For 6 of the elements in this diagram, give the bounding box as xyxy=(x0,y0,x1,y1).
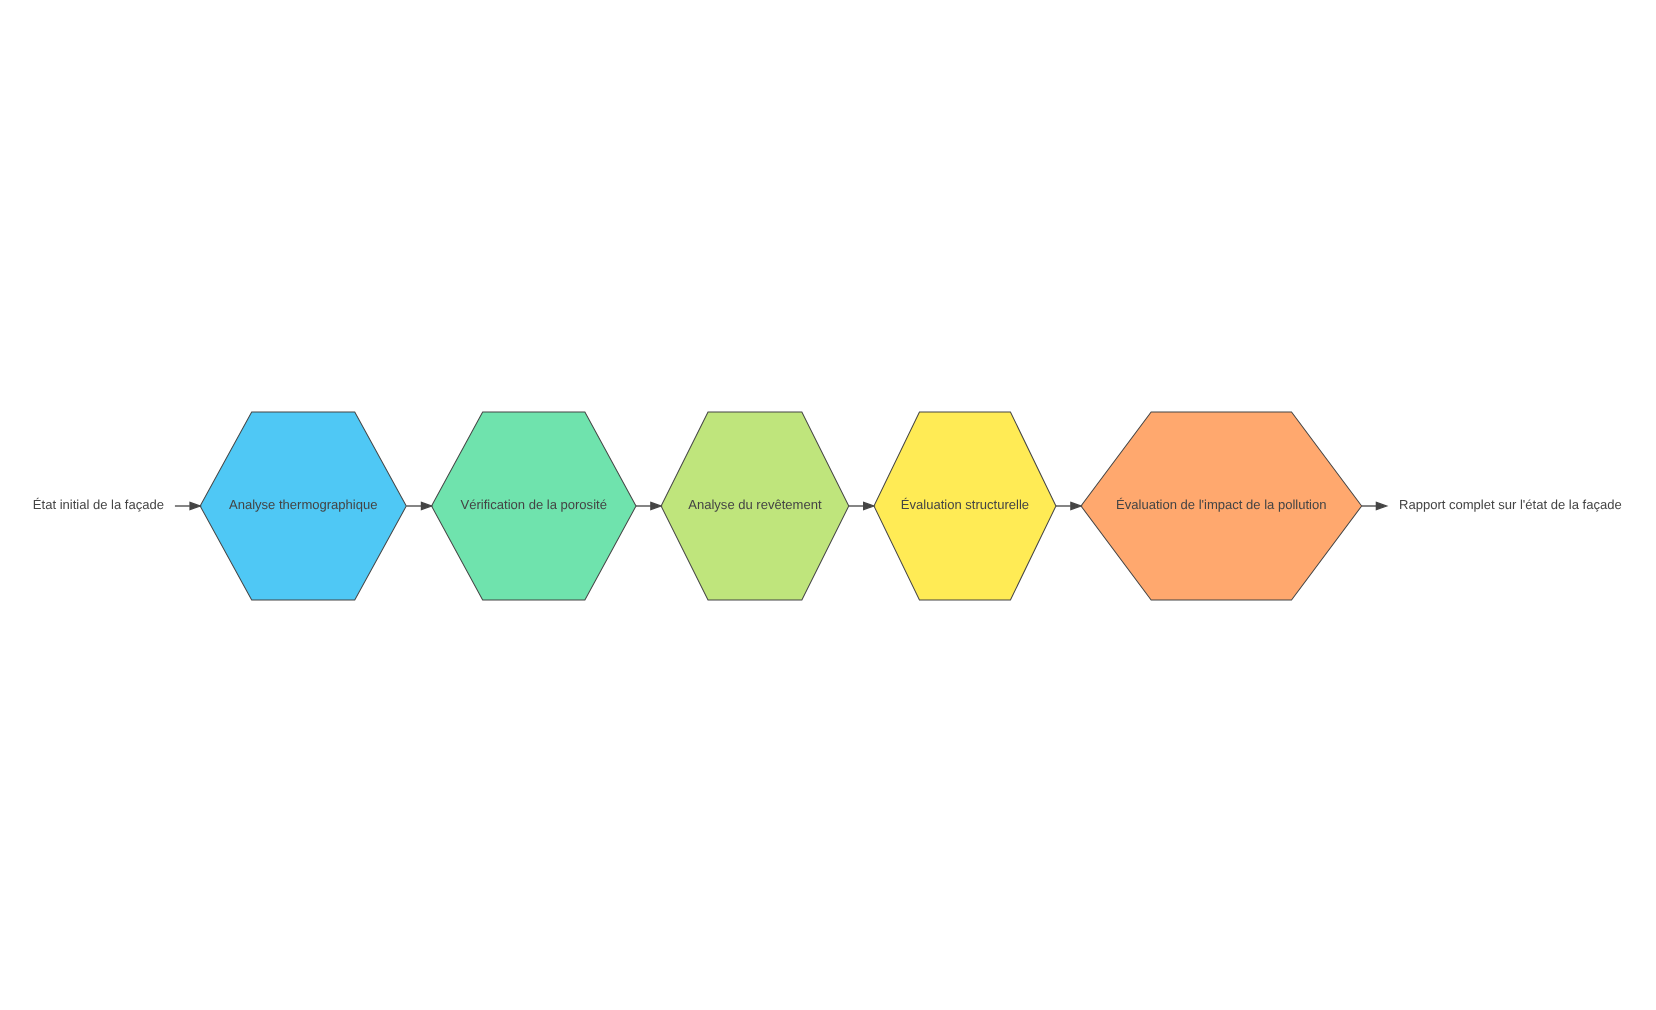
arrow xyxy=(1055,500,1083,510)
arrow xyxy=(1361,500,1389,510)
arrow xyxy=(174,500,203,510)
arrow xyxy=(848,500,876,510)
arrow xyxy=(405,500,434,510)
arrow xyxy=(635,500,663,510)
